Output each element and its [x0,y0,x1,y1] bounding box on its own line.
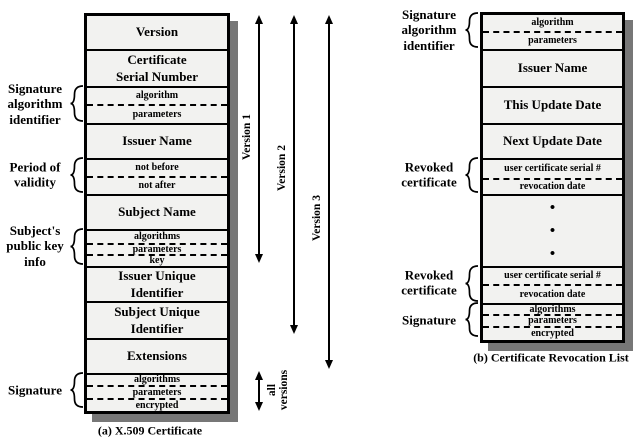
field-crl-sig-encrypted: encrypted [483,328,622,340]
x509-certificate-box: Version Certificate Serial Number algori… [84,13,230,414]
brace-subjects-public-key-info [70,228,84,265]
version-2-label: Version 2 [276,145,288,191]
version-1-label: Version 1 [241,114,253,160]
caption-certificate-revocation-list: (b) Certificate Revocation List [473,350,629,365]
field-version: Version [87,16,227,51]
field-user-cert-serial-1: user certificate serial # [483,160,622,180]
brace-crl-signature-algorithm-identifier [465,12,479,48]
version-2-arrow [289,15,298,334]
brace-revoked-certificate-2 [465,265,479,302]
field-revocation-date-2: revocation date [483,286,622,305]
all-versions-arrow [254,371,263,411]
brace-crl-signature [465,302,479,337]
field-next-update-date: Next Update Date [483,125,622,160]
version-3-label: Version 3 [311,195,323,241]
field-revocation-date-1: revocation date [483,180,622,196]
label-period-of-validity: Period of validity [9,159,61,190]
field-algorithm: algorithm [87,88,227,106]
label-revoked-certificate-2: Revoked certificate [401,267,457,298]
label-crl-signature: Signature [402,312,456,328]
label-revoked-certificate-1: Revoked certificate [401,159,457,190]
label-signature-algorithm-identifier: Signature algorithm identifier [7,81,63,127]
label-signature: Signature [8,382,62,398]
field-pubkey-key: key [87,256,227,268]
brace-period-of-validity [70,157,84,193]
field-issuer-name: Issuer Name [87,125,227,160]
brace-revoked-certificate-1 [465,157,479,193]
version-1-arrow [254,15,263,263]
field-crl-algorithm: algorithm [483,15,622,33]
field-user-cert-serial-2: user certificate serial # [483,268,622,286]
field-sig-parameters: parameters [87,387,227,400]
field-this-update-date: This Update Date [483,88,622,125]
field-not-before: not before [87,160,227,178]
field-extensions: Extensions [87,340,227,375]
label-crl-signature-algorithm-identifier: Signature algorithm identifier [401,7,457,53]
version-3-arrow [324,15,333,369]
crl-box: algorithm parameters Issuer Name This Up… [480,12,625,343]
label-subjects-public-key-info: Subject's public key info [6,223,64,269]
field-subject-name: Subject Name [87,196,227,231]
field-not-after: not after [87,178,227,196]
field-crl-issuer-name: Issuer Name [483,51,622,88]
field-crl-sig-parameters: parameters [483,316,622,328]
all-versions-label: all versions [266,369,290,411]
ellipsis-dots: • • • [483,196,622,268]
field-pubkey-algorithms: algorithms [87,231,227,245]
field-subject-unique-identifier: Subject Unique Identifier [87,303,227,340]
brace-signature [70,372,84,408]
caption-x509-certificate: (a) X.509 Certificate [97,423,203,438]
field-certificate-serial-number: Certificate Serial Number [87,51,227,88]
field-parameters: parameters [87,106,227,125]
field-issuer-unique-identifier: Issuer Unique Identifier [87,268,227,303]
field-pubkey-parameters: parameters [87,244,227,256]
field-sig-algorithms: algorithms [87,375,227,387]
brace-signature-algorithm-identifier [70,85,84,122]
field-crl-parameters: parameters [483,33,622,51]
field-crl-sig-algorithms: algorithms [483,304,622,316]
field-sig-encrypted: encrypted [87,400,227,411]
